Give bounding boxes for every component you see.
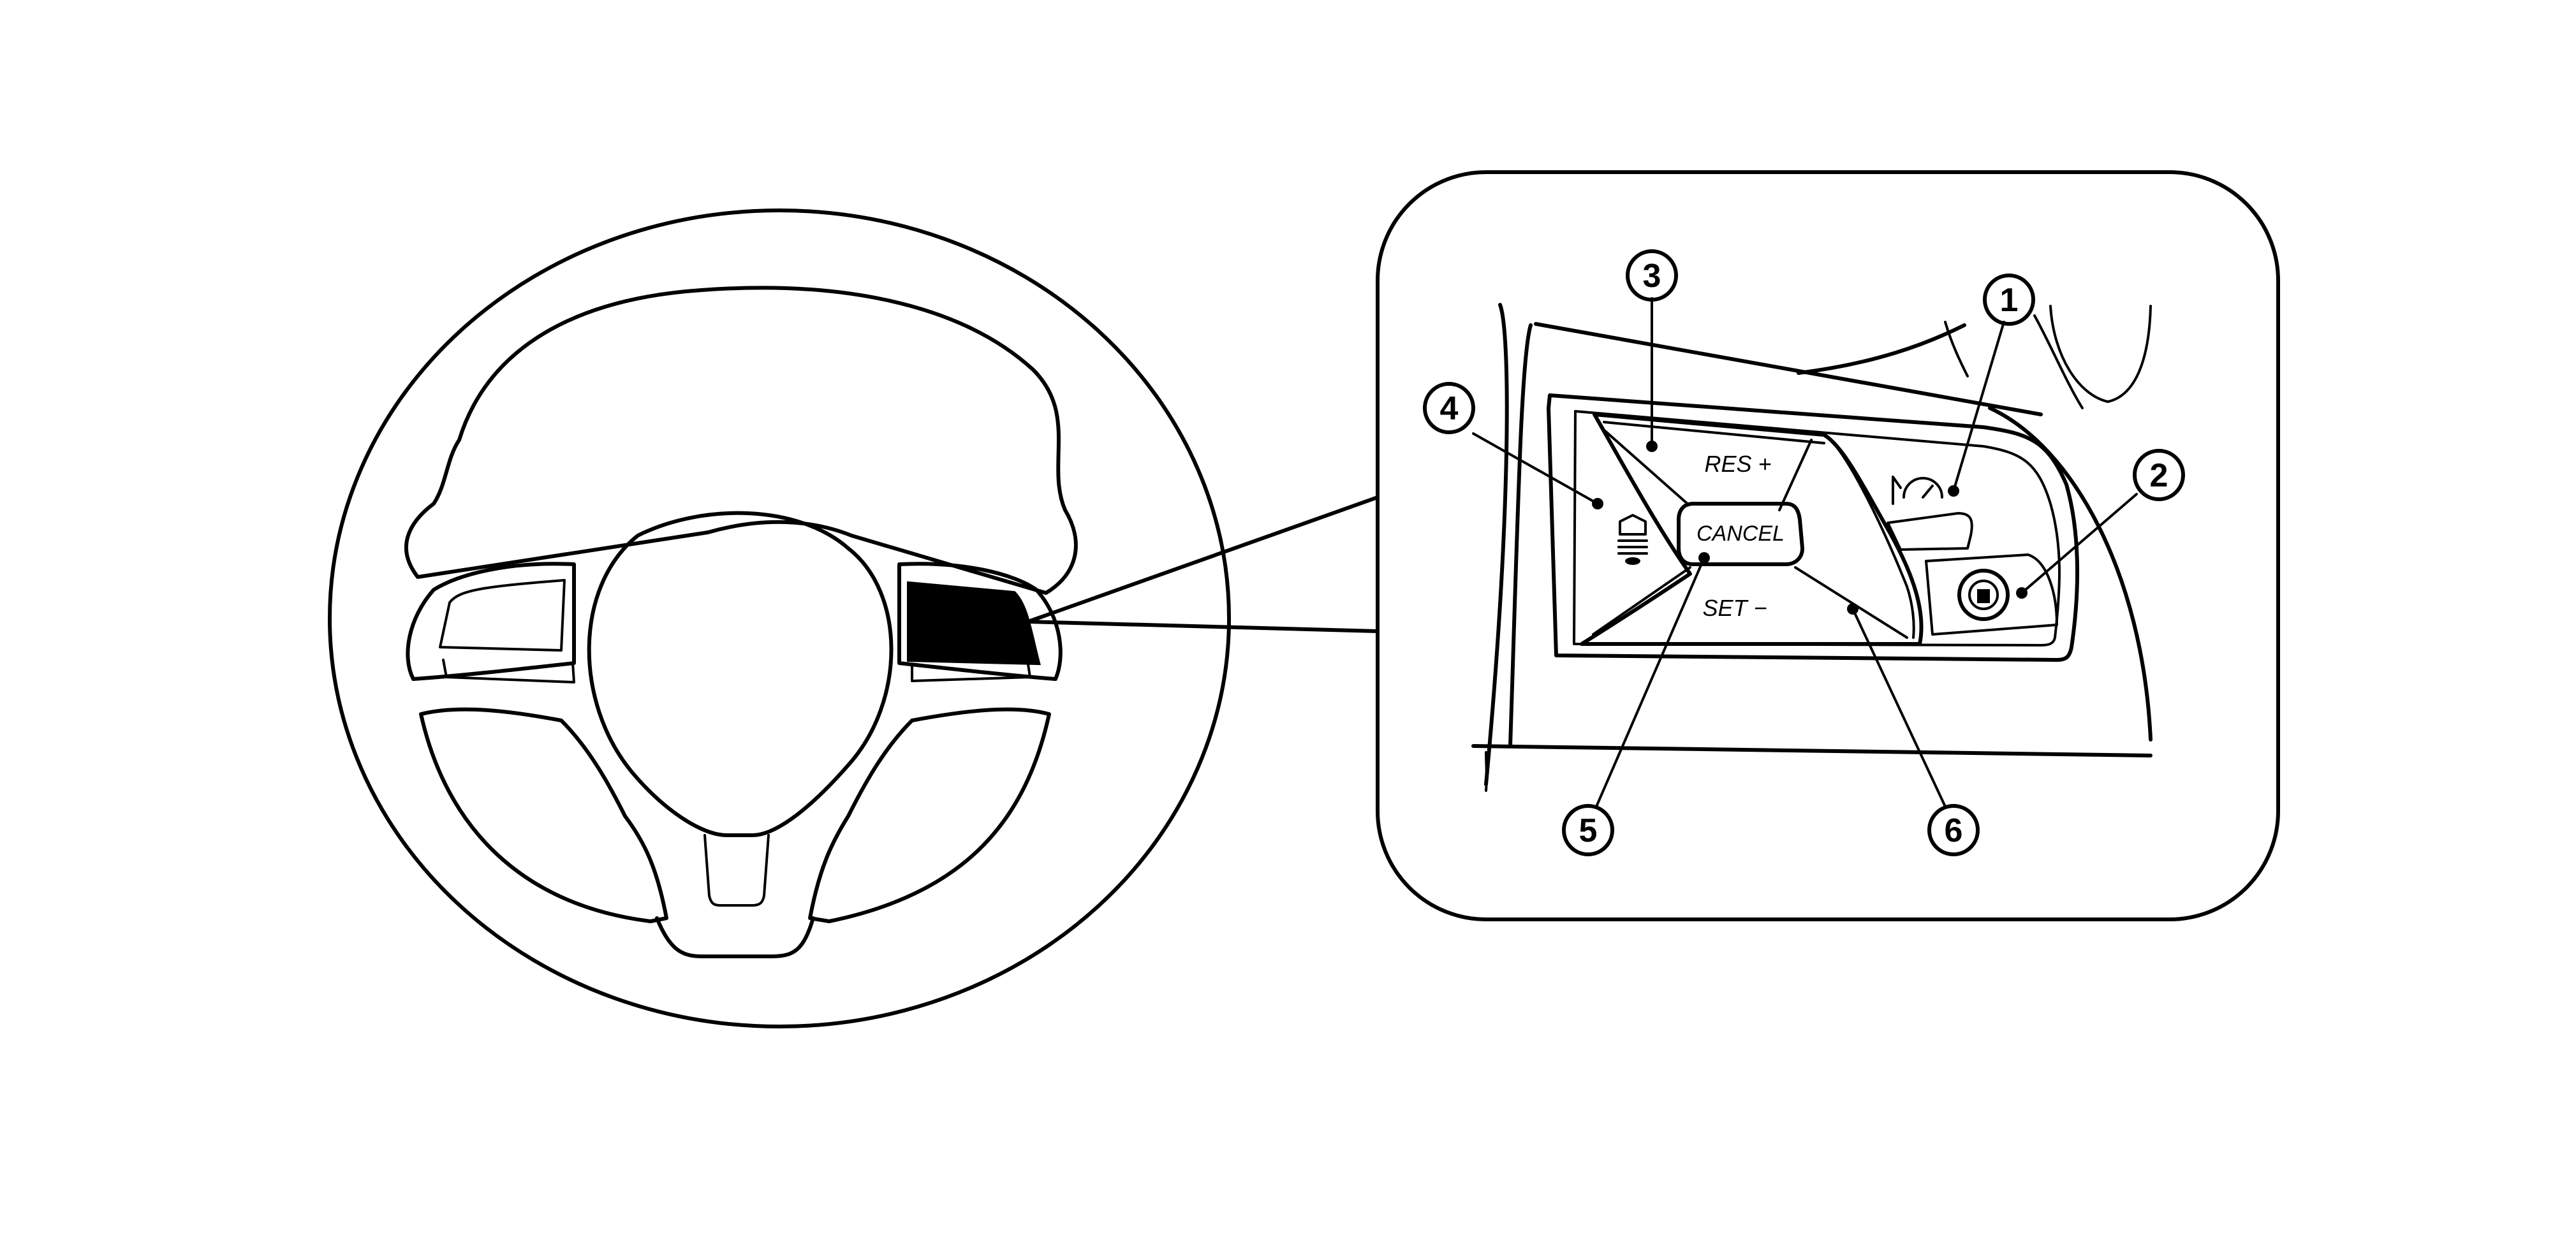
bezel-bottom-inner	[1485, 751, 1488, 792]
wheel-left-spoke	[406, 562, 576, 681]
rocker-right-groove	[1829, 439, 1915, 639]
callout-number-6: 6	[1945, 812, 1963, 849]
airbag-hub	[587, 511, 894, 837]
wheel-outer-rim	[328, 208, 1231, 1028]
wheel-lower-stem	[655, 916, 815, 958]
switch-panel-outline	[1547, 393, 2080, 662]
bezel-left-edge	[1484, 303, 1509, 786]
callout-number-3: 3	[1643, 258, 1661, 295]
speedometer-icon	[1892, 476, 1943, 505]
highlighted-switch-area	[907, 581, 1041, 666]
bezel-curve-top	[1797, 323, 1966, 375]
zoom-leader-bottom	[1026, 620, 1380, 633]
trim-arc-3	[1944, 321, 1969, 377]
left-switch-lower	[442, 659, 575, 683]
trim-arc-1	[2033, 314, 2084, 409]
rocker-split-ul	[1600, 426, 1690, 506]
stem-inner	[703, 834, 770, 907]
trim-arc-2	[2049, 305, 2152, 403]
bezel-top-line	[1534, 322, 2043, 416]
callout-4: 4	[1423, 382, 1475, 434]
callout-number-2: 2	[2150, 457, 2168, 494]
zoom-leader-top	[1026, 495, 1380, 624]
rocker-split-ll	[1592, 566, 1691, 636]
steering-assist-switch	[1957, 569, 2010, 621]
switch-panel-inner	[1573, 410, 2061, 647]
switch-detail-view: CANCEL RES + SET −	[1376, 170, 2280, 921]
wheel-upper-opening	[404, 286, 1078, 595]
wheel-lower-right-opening	[808, 707, 1051, 923]
wheel-lower-left-opening	[419, 707, 668, 923]
steering-wheel	[328, 208, 1380, 1028]
rocker-split-ur	[1778, 439, 1813, 511]
callout-2: 2	[2133, 449, 2185, 501]
bezel-top	[1508, 323, 1533, 748]
callout-1: 1	[1983, 274, 2035, 326]
callout-leaders	[1472, 297, 2138, 808]
callout-number-4: 4	[1440, 390, 1459, 427]
detail-frame	[1376, 170, 2280, 921]
rocker-outline	[1580, 413, 1924, 646]
rocker-split-lr	[1794, 566, 1908, 639]
cancel-switch-label: CANCEL	[1696, 522, 1785, 546]
left-switch-panel	[439, 579, 566, 652]
rocker-top-edge	[1603, 421, 1825, 444]
vehicle-distance-icon	[1617, 514, 1648, 565]
bezel-right-curve	[1988, 406, 2153, 742]
set-minus-switch-label: SET −	[1702, 595, 1767, 621]
res-plus-switch-label: RES +	[1704, 451, 1771, 477]
callout-6: 6	[1927, 804, 1980, 856]
callout-3: 3	[1626, 249, 1678, 302]
wheel-right-spoke	[897, 562, 1063, 681]
right-switch-lower	[911, 663, 1031, 682]
callout-number-5: 5	[1579, 812, 1598, 849]
cancel-button-outline	[1677, 502, 1804, 566]
bezel-bottom	[1471, 744, 2153, 757]
assist-button-surround	[1925, 553, 2058, 636]
callout-5: 5	[1562, 804, 1614, 856]
cruise-main-switch	[1887, 512, 1973, 551]
callout-number-1: 1	[2000, 282, 2019, 319]
